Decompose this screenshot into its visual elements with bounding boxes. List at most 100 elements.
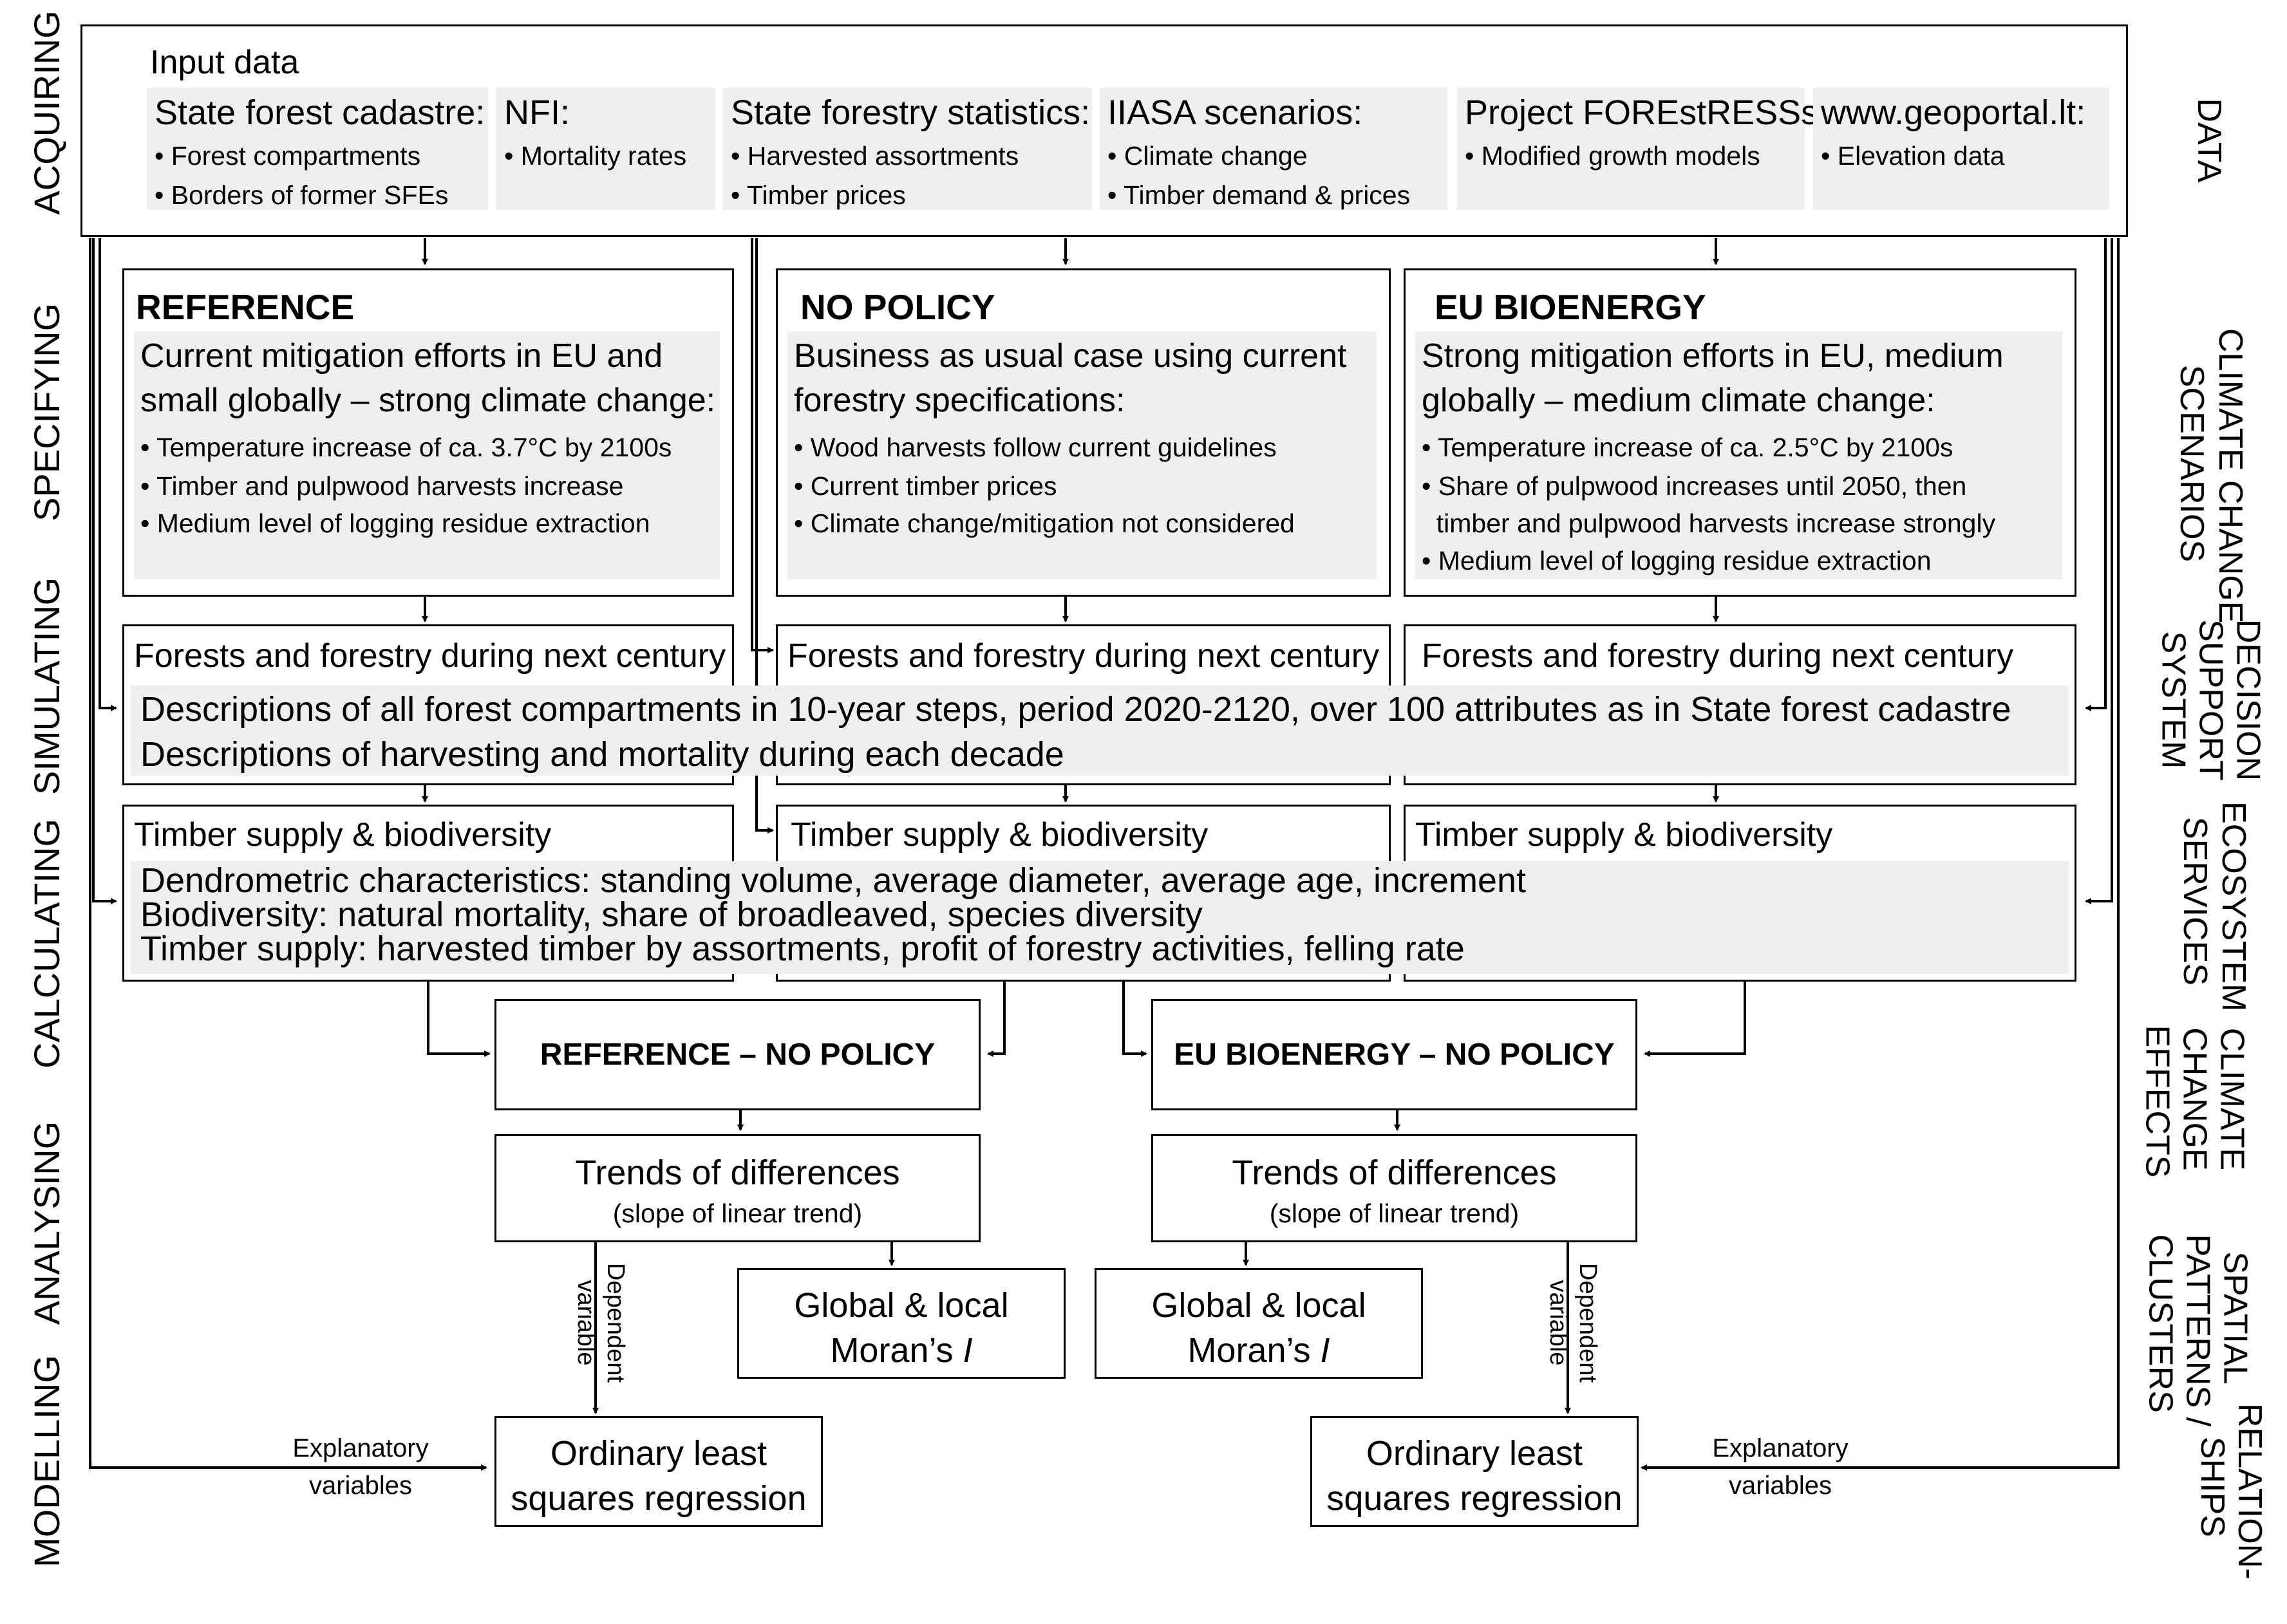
scenario-title: NO POLICY xyxy=(800,287,995,327)
calculation-title: Timber supply & biodiversity xyxy=(1415,816,1833,854)
scenario-desc-line: Business as usual case using current xyxy=(794,337,1347,375)
ols-box-left: Ordinary least squares regression xyxy=(494,1416,823,1527)
comparison-title: EU BIOENERGY – NO POLICY xyxy=(1174,1038,1615,1072)
source-item: • Elevation data xyxy=(1821,141,2005,171)
scenario-eu-bioenergy: EU BIOENERGY Strong mitigation efforts i… xyxy=(1404,268,2076,597)
calculation-detail-line: Biodiversity: natural mortality, share o… xyxy=(140,895,1203,934)
calculation-detail-line: Timber supply: harvested timber by assor… xyxy=(140,929,1465,968)
source-title: NFI: xyxy=(504,93,570,132)
scenario-item: • Climate change/mitigation not consider… xyxy=(794,509,1295,538)
source-item: • Forest compartments xyxy=(155,141,421,171)
dependent-line1: Dependent xyxy=(602,1263,629,1383)
trends-title: Trends of differences xyxy=(1232,1153,1557,1192)
scenario-desc-line: globally – medium climate change: xyxy=(1422,382,1935,419)
source-title: State forest cadastre: xyxy=(155,93,485,132)
calculation-details: Dendrometric characteristics: standing v… xyxy=(131,861,2069,974)
simulation-title: Forests and forestry during next century xyxy=(134,637,726,675)
scenario-item: • Temperature increase of ca. 2.5°C by 2… xyxy=(1422,433,1953,462)
ols-box-right: Ordinary least squares regression xyxy=(1310,1416,1639,1527)
simulation-details: Descriptions of all forest compartments … xyxy=(131,686,2069,776)
dependent-line1: Dependent xyxy=(1574,1263,1601,1383)
scenario-title: REFERENCE xyxy=(136,287,355,327)
scenario-description: Current mitigation efforts in EU and sma… xyxy=(134,331,720,579)
scenario-item: • Medium level of logging residue extrac… xyxy=(140,509,650,538)
source-item: • Modified growth models xyxy=(1465,141,1760,171)
scenario-desc-line: forestry specifications: xyxy=(794,382,1125,419)
dependent-line2: variable xyxy=(572,1280,599,1366)
moran-box-left: Global & local Moran’s I xyxy=(737,1268,1066,1379)
explanatory-line2: variables xyxy=(308,1471,413,1500)
moran-label: Moran’s xyxy=(830,1331,963,1370)
dependent-variable-label-left: Dependent variable xyxy=(570,1246,629,1400)
scenario-item: • Wood harvests follow current guideline… xyxy=(794,433,1277,462)
input-data-title: Input data xyxy=(150,44,299,81)
scenario-item: • Current timber prices xyxy=(794,471,1057,501)
source-title: www.geoportal.lt: xyxy=(1821,93,2086,132)
source-geoportal: www.geoportal.lt: • Elevation data xyxy=(1813,88,2109,210)
simulation-title: Forests and forestry during next century xyxy=(1422,637,2014,675)
explanatory-variables-label-left: Explanatory variables xyxy=(270,1435,451,1506)
scenario-description: Strong mitigation efforts in EU, medium … xyxy=(1415,331,2062,579)
input-data-box: Input data State forest cadastre: • Fore… xyxy=(80,24,2128,237)
dependent-variable-label-right: Dependent variable xyxy=(1542,1246,1601,1400)
moran-line2: Moran’s I xyxy=(1096,1333,1421,1368)
scenario-description: Business as usual case using current for… xyxy=(787,331,1377,579)
explanatory-line2: variables xyxy=(1728,1471,1832,1500)
source-state-forest-cadastre: State forest cadastre: • Forest compartm… xyxy=(147,88,488,210)
moran-box-right: Global & local Moran’s I xyxy=(1095,1268,1423,1379)
simulation-title: Forests and forestry during next century xyxy=(787,637,1380,675)
moran-i: I xyxy=(1320,1331,1330,1370)
source-item: • Harvested assortments xyxy=(731,141,1019,171)
source-project-forestress: Project FOREstRESSs: • Modified growth m… xyxy=(1457,88,1828,210)
comparison-reference-no-policy: REFERENCE – NO POLICY xyxy=(494,999,981,1110)
simulation-detail-line: Descriptions of harvesting and mortality… xyxy=(140,735,1064,774)
explanatory-variables-label-right: Explanatory variables xyxy=(1690,1435,1870,1506)
source-item: • Mortality rates xyxy=(504,141,687,171)
scenario-desc-line: small globally – strong climate change: xyxy=(140,382,716,419)
source-item: • Timber prices xyxy=(731,180,906,210)
ols-line1: Ordinary least xyxy=(550,1434,767,1473)
source-title: State forestry statistics: xyxy=(731,93,1091,132)
trends-subtitle: (slope of linear trend) xyxy=(612,1199,863,1228)
scenario-item: • Temperature increase of ca. 3.7°C by 2… xyxy=(140,433,672,462)
moran-i: I xyxy=(963,1331,973,1370)
explanatory-line1: Explanatory xyxy=(1712,1434,1849,1462)
scenario-desc-line: Current mitigation efforts in EU and xyxy=(140,337,663,375)
moran-line2: Moran’s I xyxy=(739,1333,1064,1368)
calculation-detail-line: Dendrometric characteristics: standing v… xyxy=(140,861,1527,900)
explanatory-line1: Explanatory xyxy=(292,1434,429,1462)
source-state-forestry-statistics: State forestry statistics: • Harvested a… xyxy=(723,88,1092,210)
scenario-desc-line: Strong mitigation efforts in EU, medium xyxy=(1422,337,2004,375)
moran-label: Moran’s xyxy=(1187,1331,1321,1370)
scenario-reference: REFERENCE Current mitigation efforts in … xyxy=(122,268,734,597)
calculation-title: Timber supply & biodiversity xyxy=(134,816,552,854)
source-title: Project FOREstRESSs: xyxy=(1465,93,1829,132)
source-title: IIASA scenarios: xyxy=(1107,93,1363,132)
ols-line1: Ordinary least xyxy=(1366,1434,1583,1473)
calculation-title: Timber supply & biodiversity xyxy=(791,816,1209,854)
trends-title: Trends of differences xyxy=(575,1153,900,1192)
scenario-item: • Share of pulpwood increases until 2050… xyxy=(1422,471,1967,501)
scenario-no-policy: NO POLICY Business as usual case using c… xyxy=(776,268,1391,597)
scenario-title: EU BIOENERGY xyxy=(1435,287,1706,327)
scenario-item: • Medium level of logging residue extrac… xyxy=(1422,546,1932,575)
ols-line2: squares regression xyxy=(1326,1479,1623,1518)
scenario-item: • Timber and pulpwood harvests increase xyxy=(140,471,624,501)
scenario-item: timber and pulpwood harvests increase st… xyxy=(1422,509,1996,538)
trends-subtitle: (slope of linear trend) xyxy=(1269,1199,1520,1228)
moran-line1: Global & local xyxy=(1151,1286,1366,1325)
source-item: • Borders of former SFEs xyxy=(155,180,449,210)
trends-box-left: Trends of differences (slope of linear t… xyxy=(494,1134,981,1242)
ols-line2: squares regression xyxy=(511,1479,807,1518)
source-item: • Climate change xyxy=(1107,141,1308,171)
comparison-eu-bioenergy-no-policy: EU BIOENERGY – NO POLICY xyxy=(1151,999,1637,1110)
trends-box-right: Trends of differences (slope of linear t… xyxy=(1151,1134,1637,1242)
source-nfi: NFI: • Mortality rates xyxy=(496,88,715,210)
simulation-detail-line: Descriptions of all forest compartments … xyxy=(140,690,2011,729)
source-item: • Timber demand & prices xyxy=(1107,180,1411,210)
moran-line1: Global & local xyxy=(794,1286,1009,1325)
source-iiasa-scenarios: IIASA scenarios: • Climate change • Timb… xyxy=(1100,88,1447,210)
dependent-line2: variable xyxy=(1545,1280,1572,1366)
comparison-title: REFERENCE – NO POLICY xyxy=(540,1038,936,1072)
